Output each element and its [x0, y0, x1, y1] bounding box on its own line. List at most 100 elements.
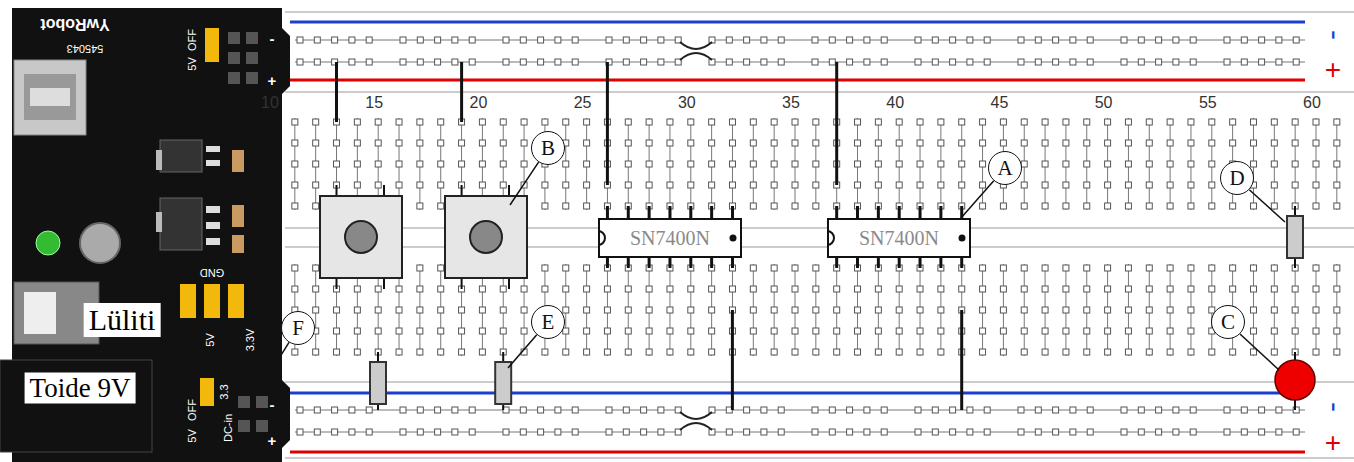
hole	[584, 182, 590, 188]
hole	[438, 161, 444, 167]
wire	[335, 62, 338, 122]
power-module	[0, 8, 290, 462]
hole	[709, 328, 715, 334]
regulator	[160, 140, 202, 172]
hole	[1084, 161, 1090, 167]
rail-hole	[417, 59, 423, 65]
rail-hole	[726, 59, 732, 65]
hole	[1188, 265, 1194, 271]
rail-hole	[606, 407, 612, 413]
rail-hole	[984, 429, 990, 435]
hole	[1000, 140, 1006, 146]
hole	[292, 265, 298, 271]
rail-hole	[967, 59, 973, 65]
module-marking: 3.3	[219, 384, 230, 399]
hole	[917, 119, 923, 125]
chip-pins	[607, 206, 961, 268]
rail-hole	[829, 407, 835, 413]
rail-hole	[1070, 37, 1076, 43]
rail-hole	[555, 37, 561, 43]
hole	[855, 328, 861, 334]
hole	[292, 119, 298, 125]
rail-hole	[1087, 407, 1093, 413]
hole	[709, 161, 715, 167]
dc-jack	[0, 360, 152, 452]
hole	[1105, 328, 1111, 334]
rail-hole	[435, 429, 441, 435]
callout-circle: F	[281, 311, 315, 345]
hole	[500, 286, 506, 292]
chip-pin	[939, 206, 942, 218]
hole	[1167, 286, 1173, 292]
rail-hole	[658, 59, 664, 65]
hole	[1334, 286, 1340, 292]
hole	[855, 119, 861, 125]
hole	[1250, 161, 1256, 167]
leg	[383, 185, 385, 196]
pin1-dot	[959, 235, 966, 242]
hole	[1271, 140, 1277, 146]
rail-hole	[761, 429, 767, 435]
hole	[1000, 349, 1006, 355]
rail-hole	[915, 407, 921, 413]
hole	[584, 328, 590, 334]
hole	[1271, 328, 1277, 334]
chip-body	[598, 218, 742, 258]
rail-hole	[950, 59, 956, 65]
rail-hole	[538, 37, 544, 43]
hole	[834, 286, 840, 292]
chip-pin	[919, 258, 922, 268]
rail-hole	[503, 37, 509, 43]
rail-hole	[366, 37, 372, 43]
hole	[396, 161, 402, 167]
part-name: Lüliti	[84, 303, 161, 337]
hole	[1084, 203, 1090, 209]
hole	[875, 286, 881, 292]
hole	[1167, 182, 1173, 188]
hole	[1125, 307, 1131, 313]
hole	[792, 119, 798, 125]
hole	[1125, 286, 1131, 292]
hole	[813, 203, 819, 209]
rail-hole	[744, 37, 750, 43]
callout-circle: D	[1220, 161, 1254, 195]
hole	[688, 286, 694, 292]
rail-hole	[1121, 429, 1127, 435]
rail-hole	[1224, 37, 1230, 43]
hole	[959, 286, 965, 292]
rail-hole	[297, 37, 303, 43]
rail-hole	[623, 37, 629, 43]
wire	[960, 310, 963, 410]
chip-pin	[731, 258, 734, 268]
button-body	[320, 196, 402, 278]
hole	[1271, 307, 1277, 313]
rail-hole	[452, 59, 458, 65]
hole	[980, 349, 986, 355]
hole	[896, 286, 902, 292]
rail-hole	[1276, 59, 1282, 65]
hole	[625, 161, 631, 167]
rail-hole	[1138, 429, 1144, 435]
hole	[1209, 119, 1215, 125]
hole	[917, 140, 923, 146]
hole	[1105, 286, 1111, 292]
hole	[980, 307, 986, 313]
hole	[1313, 119, 1319, 125]
rail-hole	[1241, 429, 1247, 435]
hole	[1313, 161, 1319, 167]
hole	[1146, 161, 1152, 167]
hole	[1105, 119, 1111, 125]
usb-port	[30, 88, 70, 106]
hole	[313, 349, 319, 355]
rail-strip	[712, 432, 1305, 433]
rail-hole	[503, 59, 509, 65]
hole	[792, 286, 798, 292]
hole	[521, 119, 527, 125]
hole	[1000, 119, 1006, 125]
hole	[1292, 161, 1298, 167]
rail-hole	[1156, 429, 1162, 435]
rail-hole	[1173, 407, 1179, 413]
hole	[813, 161, 819, 167]
hole	[396, 307, 402, 313]
hole	[938, 182, 944, 188]
